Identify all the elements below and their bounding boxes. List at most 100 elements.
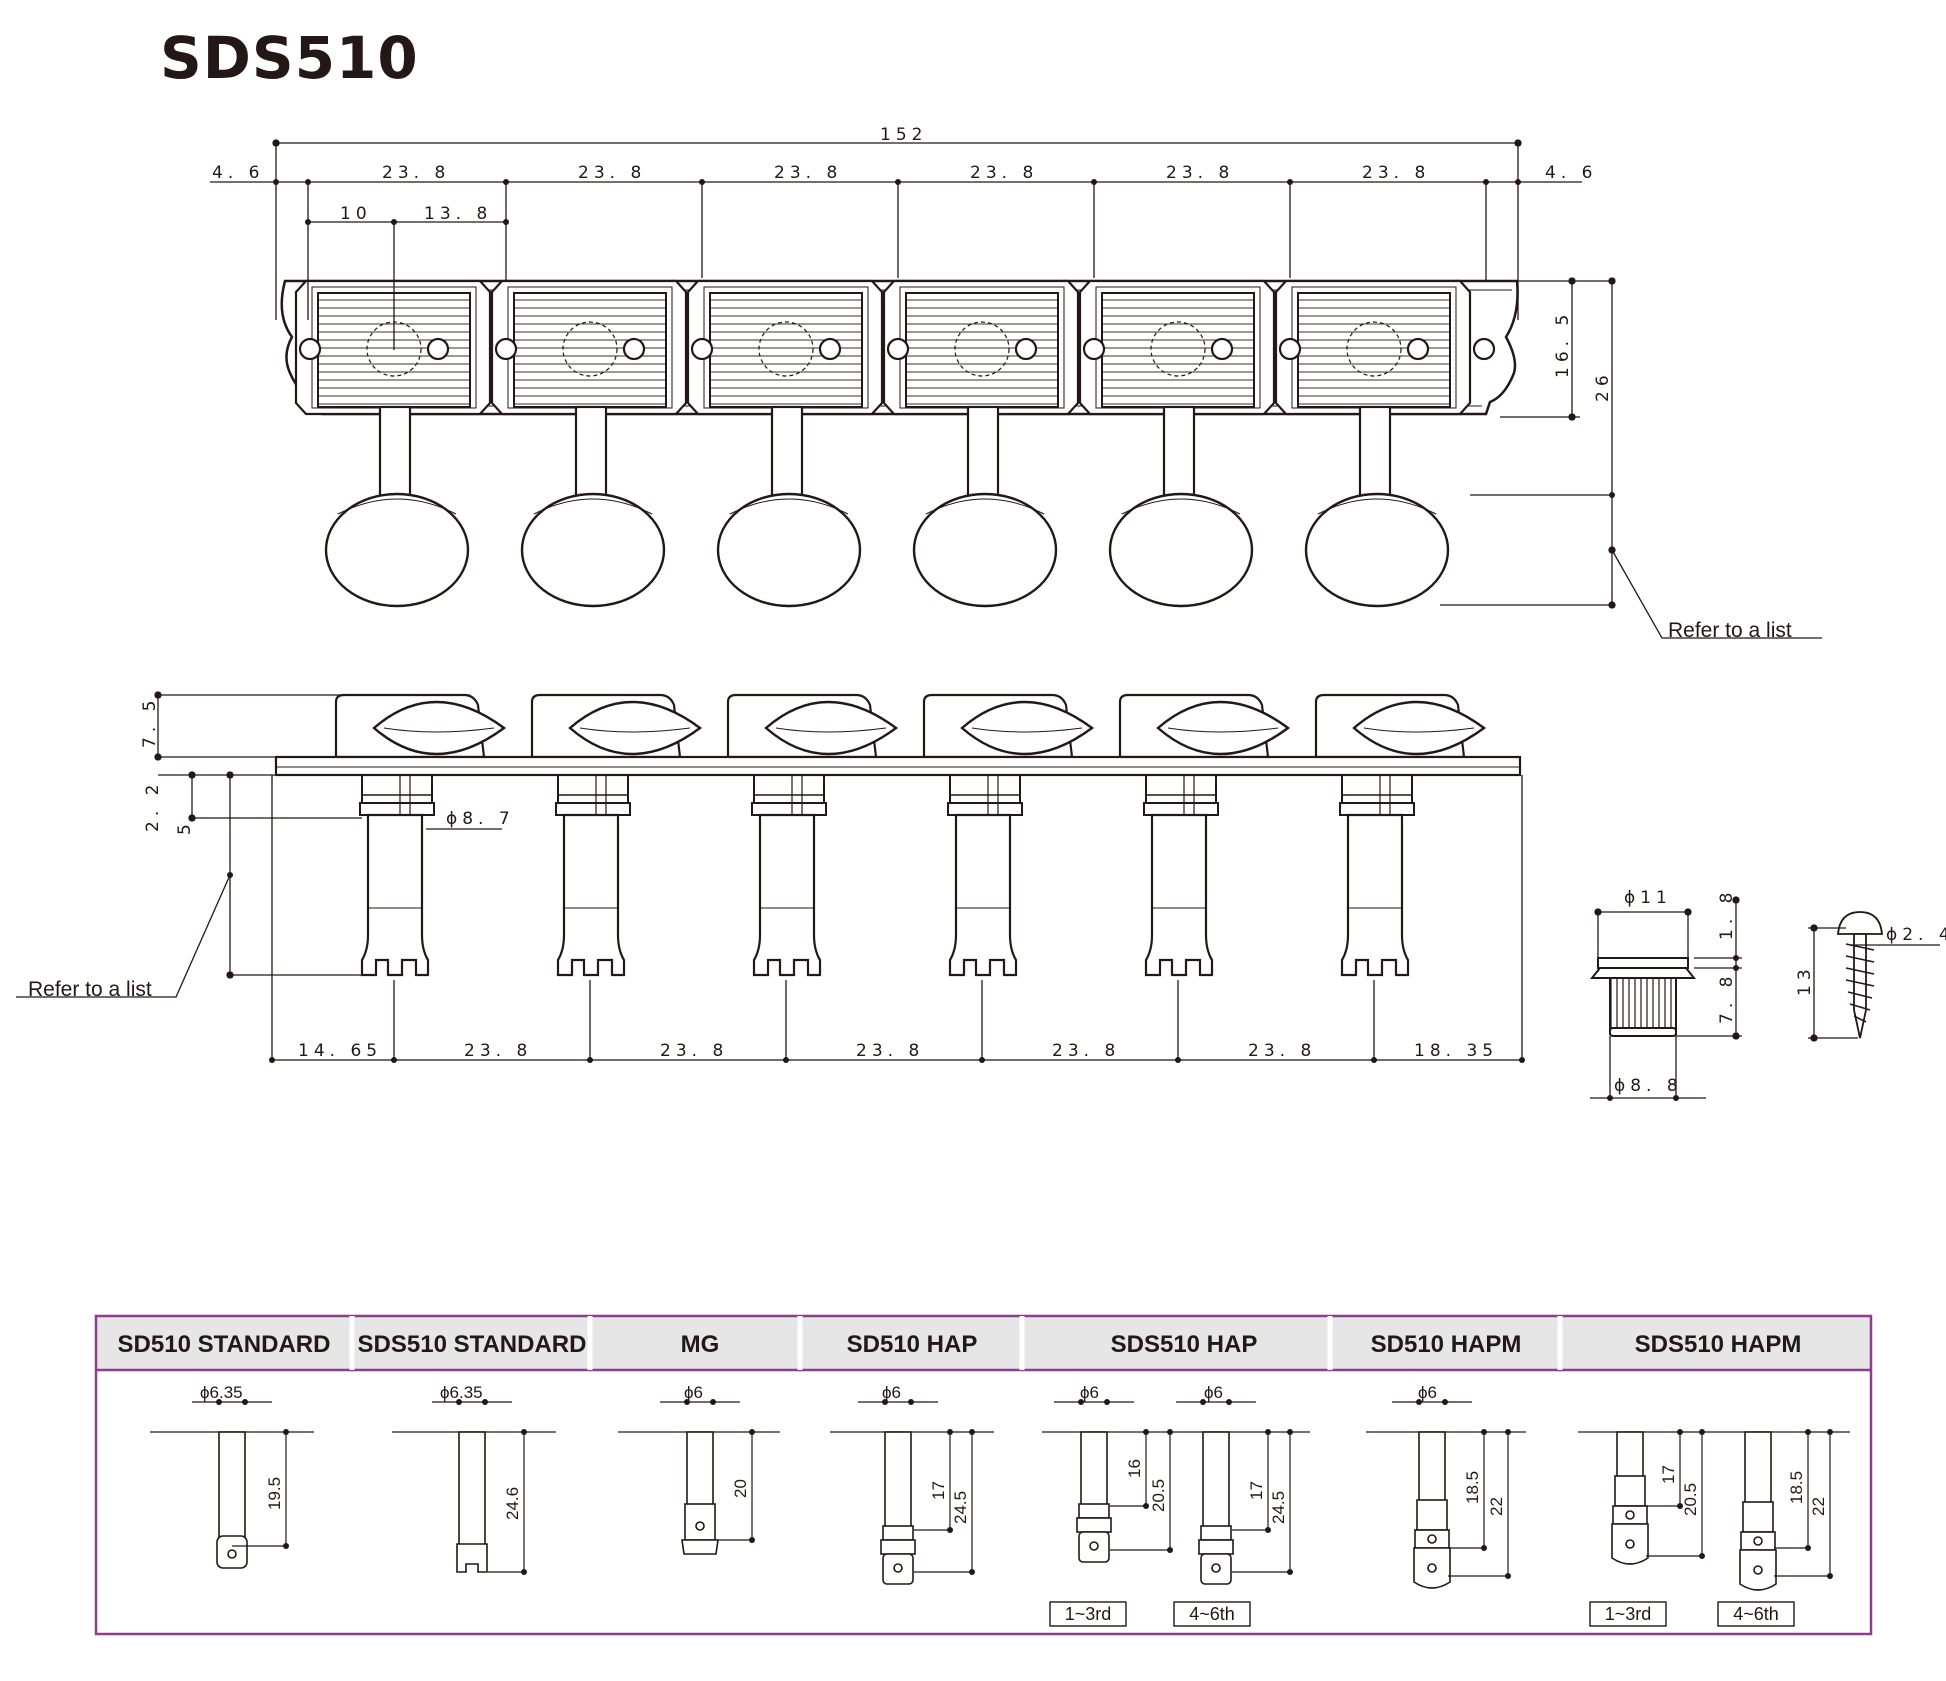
post-length-b-label: 20.5: [1149, 1479, 1168, 1512]
post-length-label: 19.5: [265, 1477, 284, 1510]
table-header-cell: SDS510 STANDARD: [358, 1331, 587, 1358]
table-header-cell: SDS510 HAPM: [1635, 1331, 1802, 1358]
tuner-unit-top: [490, 279, 688, 608]
tuner-units-side: [334, 693, 1487, 977]
cell-sds510-standard: ϕ6.35 24.6: [392, 1383, 556, 1575]
refer-list-callout: Refer to a list: [28, 978, 152, 1001]
post-length-b-label: 22: [1487, 1497, 1506, 1516]
top-dimension-dots: [273, 179, 1615, 553]
tuner-unit-top: [1274, 279, 1472, 608]
bushing-flange-label: 1. 8: [1717, 888, 1737, 940]
post-diameter-label: ϕ6.35: [200, 1383, 243, 1402]
post-diameter-label: ϕ8. 7: [446, 809, 515, 829]
post-length-b-label: 22: [1809, 1497, 1828, 1516]
right-offset-label: 18. 35: [1414, 1041, 1498, 1061]
screw-length-label: 13: [1795, 964, 1815, 996]
pitch-label: 23. 8: [382, 163, 450, 183]
post-length-a-label: 17: [1247, 1481, 1266, 1500]
post-length-a-label: 18.5: [1787, 1471, 1806, 1504]
tuner-unit-side: [726, 693, 899, 977]
tuner-unit-top: [1078, 279, 1276, 608]
end-margin-right-label: 4. 6: [1545, 163, 1597, 183]
pitch-label: 23. 8: [1248, 1041, 1316, 1061]
side-dimensions: [16, 691, 1523, 1062]
variant-table: [94, 1314, 1873, 1636]
tuner-unit-side: [334, 693, 507, 977]
mounting-hole: [298, 337, 322, 361]
hole-offset-a-label: 10: [340, 204, 372, 224]
collar-depth-label: 5: [175, 819, 195, 835]
pitch-label: 23. 8: [1052, 1041, 1120, 1061]
table-header-cell: SDS510 HAP: [1111, 1331, 1258, 1358]
post-diameter-label: ϕ6: [1204, 1383, 1223, 1402]
pitch-label: 23. 8: [1166, 163, 1234, 183]
post-length-b-label: 24.5: [951, 1491, 970, 1524]
row-label: 4~6th: [1733, 1604, 1779, 1624]
table-header-cell: MG: [681, 1331, 720, 1358]
post-diameter-label: ϕ6.35: [440, 1383, 483, 1402]
table-body: ϕ6.3519.5ϕ6.3524.6ϕ620ϕ61724.5ϕ61620.51~…: [150, 1383, 1850, 1627]
mounting-hole: [1082, 337, 1106, 361]
pitch-label: 23. 8: [1362, 163, 1430, 183]
screw-diameter-label: ϕ2. 4: [1886, 925, 1946, 945]
screw-dimensions: [1808, 924, 1940, 1042]
bushing-height-label: 7. 8: [1717, 972, 1737, 1024]
refer-list-callout: Refer to a list: [1668, 619, 1792, 642]
row-label: 4~6th: [1189, 1604, 1235, 1624]
tuner-units-top: [294, 279, 1496, 608]
table-header-row: SD510 STANDARD SDS510 STANDARD MG SD510 HAP…: [118, 1331, 1802, 1358]
mounting-hole: [1278, 337, 1302, 361]
bushing-drawing: [1589, 957, 1697, 1037]
table-header-cell: SD510 HAP: [847, 1331, 978, 1358]
tuner-unit-side: [922, 693, 1095, 977]
table-header-cell: SD510 STANDARD: [118, 1331, 331, 1358]
post-length-label: 24.6: [503, 1487, 522, 1520]
mounting-hole: [886, 337, 910, 361]
pitch-label: 23. 8: [464, 1041, 532, 1061]
bushing-top-diameter-label: ϕ11: [1624, 888, 1672, 908]
post-length-a-label: 18.5: [1463, 1471, 1482, 1504]
post-length-a-label: 16: [1125, 1459, 1144, 1478]
tuner-unit-side: [1314, 693, 1487, 977]
table-header-cell: SD510 HAPM: [1371, 1331, 1522, 1358]
pitch-label: 23. 8: [774, 163, 842, 183]
cell-sd510-standard: ϕ6.35 19.5: [150, 1383, 314, 1569]
mounting-hole: [690, 337, 714, 361]
end-margin-left-label: 4. 6: [212, 163, 264, 183]
overall-length-label: 152: [880, 125, 927, 145]
total-height-label: 26: [1593, 370, 1613, 402]
top-height-label: 7. 5: [140, 696, 160, 748]
mounting-hole: [1472, 337, 1496, 361]
hole-offset-b-label: 13. 8: [424, 204, 492, 224]
left-offset-label: 14. 65: [298, 1041, 382, 1061]
post-diameter-label: ϕ6: [882, 1383, 901, 1402]
page-title: SDS510: [160, 24, 419, 92]
side-plate: [274, 755, 1522, 777]
row-label: 1~3rd: [1065, 1604, 1112, 1624]
plate-height-label: 16. 5: [1553, 310, 1573, 378]
post-length-label: 20: [731, 1479, 750, 1498]
tuner-unit-side: [530, 693, 703, 977]
mounting-hole: [494, 337, 518, 361]
plate-thickness-label: 2. 2: [143, 780, 163, 832]
screw-drawing: [1837, 911, 1883, 1039]
tuner-unit-top: [882, 279, 1080, 608]
post-length-a-label: 17: [929, 1481, 948, 1500]
tuner-unit-side: [1118, 693, 1291, 977]
pitch-label: 23. 8: [660, 1041, 728, 1061]
tuner-unit-top: [686, 279, 884, 608]
pitch-label: 23. 8: [856, 1041, 924, 1061]
post-length-a-label: 17: [1659, 1465, 1678, 1484]
pitch-label: 23. 8: [578, 163, 646, 183]
post-length-b-label: 24.5: [1269, 1491, 1288, 1524]
bushing-bottom-diameter-label: ϕ8. 8: [1614, 1076, 1683, 1096]
row-label: 1~3rd: [1605, 1604, 1652, 1624]
post-length-b-label: 20.5: [1681, 1483, 1700, 1516]
post-diameter-label: ϕ6: [1418, 1383, 1437, 1402]
pitch-label: 23. 8: [970, 163, 1038, 183]
